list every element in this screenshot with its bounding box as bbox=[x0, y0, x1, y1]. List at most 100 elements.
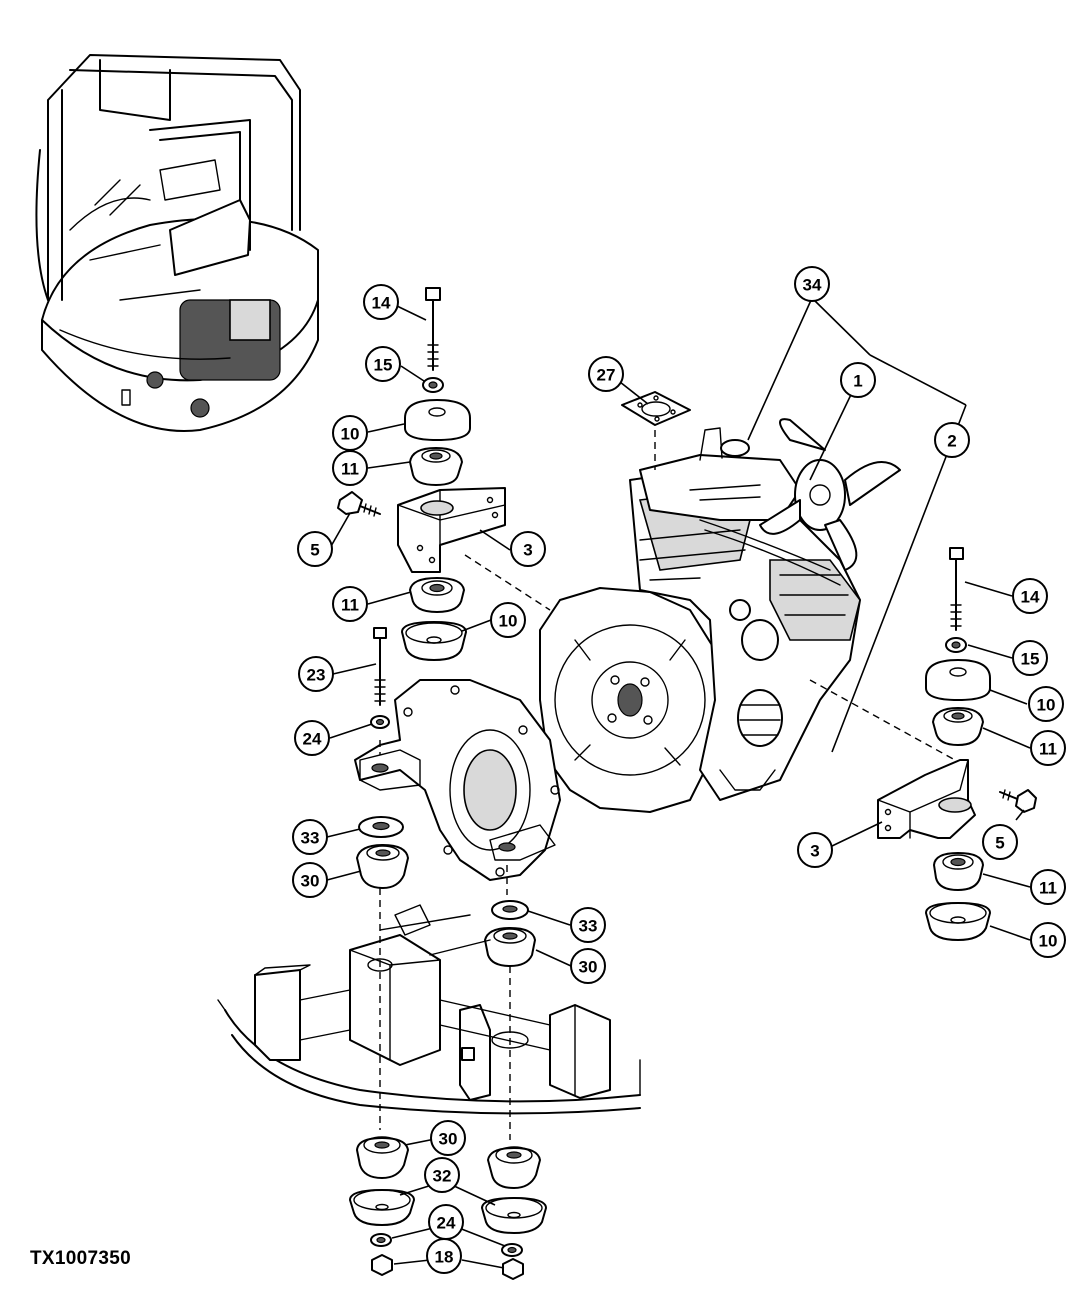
callout-15: 15 bbox=[365, 346, 401, 382]
callout-number: 15 bbox=[374, 356, 393, 375]
callout-27: 27 bbox=[588, 356, 624, 392]
callout-11: 11 bbox=[1030, 869, 1066, 905]
cushion-11-right-lower bbox=[933, 852, 984, 891]
callout-circle bbox=[424, 1157, 460, 1193]
callout-circle bbox=[332, 586, 368, 622]
cushion-30-left-lower bbox=[356, 1136, 409, 1179]
callout-5: 5 bbox=[982, 824, 1018, 860]
callout-number: 18 bbox=[435, 1248, 454, 1267]
callout-circle bbox=[840, 362, 876, 398]
callout-number: 32 bbox=[433, 1167, 452, 1186]
callout-number: 11 bbox=[341, 596, 359, 615]
callout-30: 30 bbox=[570, 948, 606, 984]
cushion-11-left-upper bbox=[409, 447, 463, 486]
leader-lines bbox=[326, 297, 1031, 1269]
callout-circle bbox=[363, 284, 399, 320]
callout-11: 11 bbox=[332, 586, 368, 622]
callout-circle bbox=[294, 720, 330, 756]
callout-11: 11 bbox=[332, 450, 368, 486]
callout-3: 3 bbox=[510, 531, 546, 567]
callout-number: 10 bbox=[1037, 696, 1056, 715]
cushion-11-right-upper bbox=[932, 707, 984, 746]
cushion-10-left-upper bbox=[404, 399, 471, 441]
callout-number: 11 bbox=[1039, 879, 1057, 898]
callout-30: 30 bbox=[292, 862, 328, 898]
callout-14: 14 bbox=[1012, 578, 1048, 614]
callout-number: 10 bbox=[499, 612, 518, 631]
cushion-30-right-lower bbox=[487, 1146, 541, 1189]
callout-circle bbox=[298, 656, 334, 692]
callout-number: 30 bbox=[439, 1130, 458, 1149]
callout-circle bbox=[1012, 640, 1048, 676]
cushion-11-left-lower bbox=[409, 577, 465, 613]
callout-circle bbox=[1012, 578, 1048, 614]
callout-circle bbox=[426, 1238, 462, 1274]
upperstructure-frame bbox=[217, 888, 641, 1140]
callout-circle bbox=[570, 948, 606, 984]
callout-circle bbox=[292, 862, 328, 898]
bolt-5-right bbox=[999, 789, 1037, 813]
bolt-5-left bbox=[337, 491, 381, 517]
callout-10: 10 bbox=[1030, 922, 1066, 958]
bolt-14-right bbox=[949, 547, 964, 631]
callout-30: 30 bbox=[430, 1120, 466, 1156]
callout-circle bbox=[365, 346, 401, 382]
callout-circle bbox=[292, 819, 328, 855]
bracket-3-right bbox=[877, 759, 976, 839]
right-mount-stack bbox=[809, 547, 1037, 941]
cushion-10-right-lower bbox=[925, 902, 991, 941]
bracket-3-left bbox=[397, 487, 506, 573]
callout-circle bbox=[588, 356, 624, 392]
callout-number: 14 bbox=[372, 294, 391, 313]
callout-number: 34 bbox=[803, 276, 822, 295]
callout-number: 5 bbox=[310, 541, 319, 560]
callout-24: 24 bbox=[428, 1204, 464, 1240]
callout-labels: 34 27 1 2 14 15 10 11 5 3 11 10 23 24 33 30 33 30 14 15 10 11… bbox=[292, 266, 1066, 1274]
callout-circle bbox=[982, 824, 1018, 860]
callout-number: 5 bbox=[995, 834, 1004, 853]
callout-number: 23 bbox=[307, 666, 326, 685]
plate-32-right bbox=[481, 1197, 547, 1234]
callout-number: 30 bbox=[301, 872, 320, 891]
callout-11: 11 bbox=[1030, 730, 1066, 766]
callout-10: 10 bbox=[1028, 686, 1064, 722]
bolt-14-left bbox=[425, 287, 441, 371]
excavator-overview-illustration bbox=[35, 54, 319, 432]
callout-number: 24 bbox=[303, 730, 322, 749]
callout-circle bbox=[510, 531, 546, 567]
callout-circle bbox=[1030, 922, 1066, 958]
nut-18-right bbox=[502, 1258, 524, 1280]
callout-number: 33 bbox=[301, 829, 320, 848]
callout-circle bbox=[1028, 686, 1064, 722]
callout-circle bbox=[570, 907, 606, 943]
callout-2: 2 bbox=[934, 422, 970, 458]
callout-circle bbox=[332, 450, 368, 486]
callout-number: 10 bbox=[341, 425, 360, 444]
callout-3: 3 bbox=[797, 832, 833, 868]
callout-circle bbox=[794, 266, 830, 302]
callout-number: 10 bbox=[1039, 932, 1058, 951]
callout-circle bbox=[430, 1120, 466, 1156]
callout-33: 33 bbox=[570, 907, 606, 943]
callout-34: 34 bbox=[794, 266, 830, 302]
callout-number: 15 bbox=[1021, 650, 1040, 669]
callout-32: 32 bbox=[424, 1157, 460, 1193]
engine-assembly-illustration bbox=[539, 418, 901, 813]
callout-10: 10 bbox=[490, 602, 526, 638]
callout-number: 33 bbox=[579, 917, 598, 936]
callout-number: 14 bbox=[1021, 588, 1040, 607]
cushion-30-right-upper bbox=[484, 927, 536, 967]
callout-5: 5 bbox=[297, 531, 333, 567]
callout-circle bbox=[1030, 730, 1066, 766]
callout-number: 24 bbox=[437, 1214, 456, 1233]
callout-number: 2 bbox=[947, 432, 956, 451]
callout-number: 1 bbox=[853, 372, 862, 391]
callout-number: 27 bbox=[597, 366, 616, 385]
left-mount-stack bbox=[337, 287, 551, 661]
cushion-10-left-lower bbox=[401, 621, 467, 661]
nut-18-left bbox=[371, 1254, 393, 1276]
figure-id: TX1007350 bbox=[30, 1248, 131, 1269]
callout-number: 11 bbox=[1039, 740, 1057, 759]
callout-circle bbox=[797, 832, 833, 868]
callout-1: 1 bbox=[840, 362, 876, 398]
